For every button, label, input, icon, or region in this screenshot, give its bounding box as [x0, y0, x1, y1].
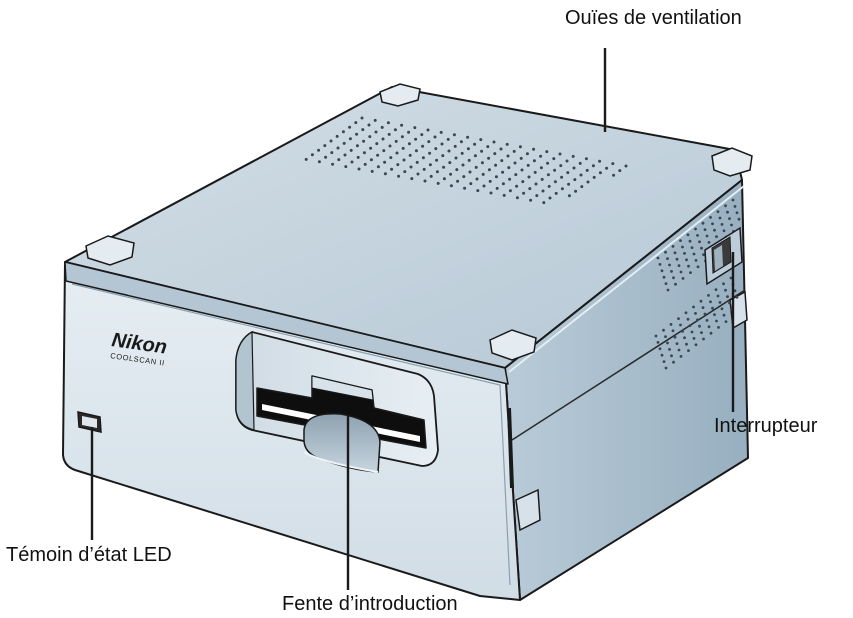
callout-power-switch: Interrupteur [714, 415, 818, 437]
brand-logo: Nikon COOLSCAN II [110, 329, 169, 367]
film-slot[interactable] [256, 375, 427, 473]
callout-film-slot: Fente d’introduction [282, 593, 458, 615]
corner-feet [85, 83, 753, 532]
power-switch[interactable] [704, 226, 743, 286]
side-groove [507, 408, 514, 488]
side-seam [511, 289, 746, 441]
status-led [77, 411, 102, 433]
top-vent-holes [304, 116, 628, 205]
leader-lines [90, 48, 735, 590]
callout-status-led: Témoin d’état LED [6, 544, 172, 566]
side-edge-highlight [508, 185, 745, 373]
side-vent-holes [654, 198, 741, 370]
front-frame-line [71, 283, 511, 586]
front-rim [64, 261, 509, 385]
callout-ventilation: Ouïes de ventilation [565, 7, 742, 29]
